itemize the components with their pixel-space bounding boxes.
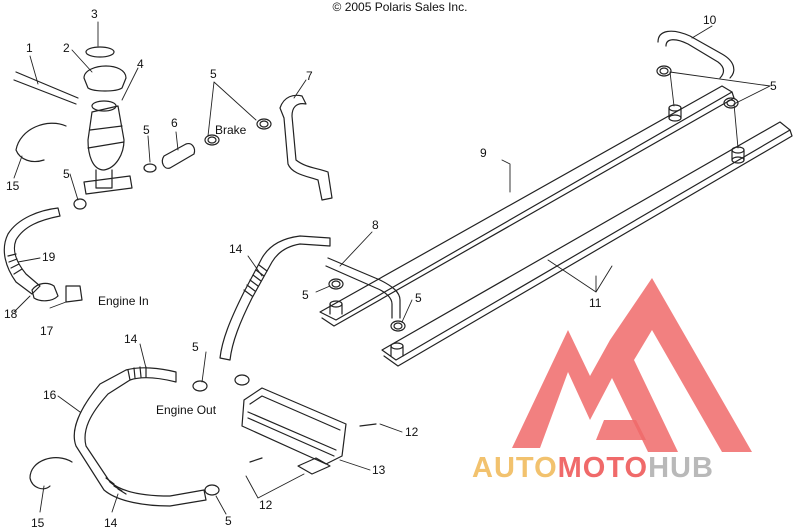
callout-15-upper: 15 <box>6 179 20 193</box>
watermark-moto: MOTO <box>557 452 649 484</box>
callout-10: 10 <box>703 13 717 27</box>
callout-19: 19 <box>42 250 56 264</box>
fitting-17 <box>65 285 83 303</box>
callout-12-bottom: 12 <box>259 498 273 512</box>
callout-16: 16 <box>43 388 57 402</box>
callout-11: 11 <box>589 296 602 310</box>
heat-exchanger-lower-edge <box>383 129 793 367</box>
hose-16 <box>73 367 207 507</box>
callout-5-engine-out: 5 <box>192 340 199 354</box>
watermark-text: AUTOMOTOHUB <box>472 453 714 483</box>
hose-10 <box>657 30 735 79</box>
gasket-3 <box>85 46 115 58</box>
hose-14-corrugation <box>243 264 268 297</box>
callout-5-left: 5 <box>63 167 70 181</box>
radiator-13 <box>241 387 347 465</box>
callout-17: 17 <box>40 324 54 338</box>
hose-16-corrugation <box>105 366 147 495</box>
callout-18: 18 <box>4 307 18 321</box>
callout-5-center: 5 <box>302 288 309 302</box>
heat-exchanger-upper <box>319 85 733 321</box>
callout-1: 1 <box>26 41 33 55</box>
callout-14-lower: 14 <box>124 332 138 346</box>
callout-4: 4 <box>137 57 144 71</box>
callout-5-bottom: 5 <box>225 514 232 528</box>
callout-14-bottom: 14 <box>104 516 118 530</box>
heat-exchanger-lower <box>381 121 791 361</box>
hose-8 <box>325 257 401 319</box>
callout-8: 8 <box>372 218 379 232</box>
callout-15-lower: 15 <box>31 516 45 530</box>
callout-14-center: 14 <box>229 242 243 256</box>
fitting-18 <box>31 282 59 302</box>
cap-2 <box>83 65 127 92</box>
reservoir-4 <box>87 105 125 171</box>
label-engine-in: Engine In <box>98 294 149 308</box>
callout-5-brake: 5 <box>210 67 217 81</box>
copyright-text: © 2005 Polaris Sales Inc. <box>332 0 468 14</box>
hose-14-center <box>219 235 331 361</box>
label-engine-out: Engine Out <box>156 403 217 417</box>
heat-exchanger-upper-edge <box>321 91 735 327</box>
callout-2: 2 <box>63 41 70 55</box>
clip-15-lower <box>29 457 73 490</box>
callout-5-center-right: 5 <box>415 291 422 305</box>
callout-12-right: 12 <box>405 425 419 439</box>
callout-9: 9 <box>480 146 487 160</box>
callout-5-reservoir: 5 <box>143 123 150 137</box>
watermark-logo-icon <box>512 278 752 452</box>
callout-7: 7 <box>306 69 313 83</box>
watermark-auto: AUTO <box>472 452 558 484</box>
callout-5-top-right: 5 <box>770 79 777 93</box>
label-brake: Brake <box>215 123 247 137</box>
hose-6 <box>161 143 196 169</box>
watermark-hub: HUB <box>648 452 714 484</box>
callout-3: 3 <box>91 7 98 21</box>
hose-18 <box>3 207 61 295</box>
callout-6: 6 <box>171 116 178 130</box>
hose-19-corrugation <box>7 253 23 275</box>
clip-15-upper <box>15 122 67 163</box>
tube-1 <box>13 71 79 105</box>
callout-13: 13 <box>372 463 386 477</box>
hose-7 <box>279 94 333 201</box>
